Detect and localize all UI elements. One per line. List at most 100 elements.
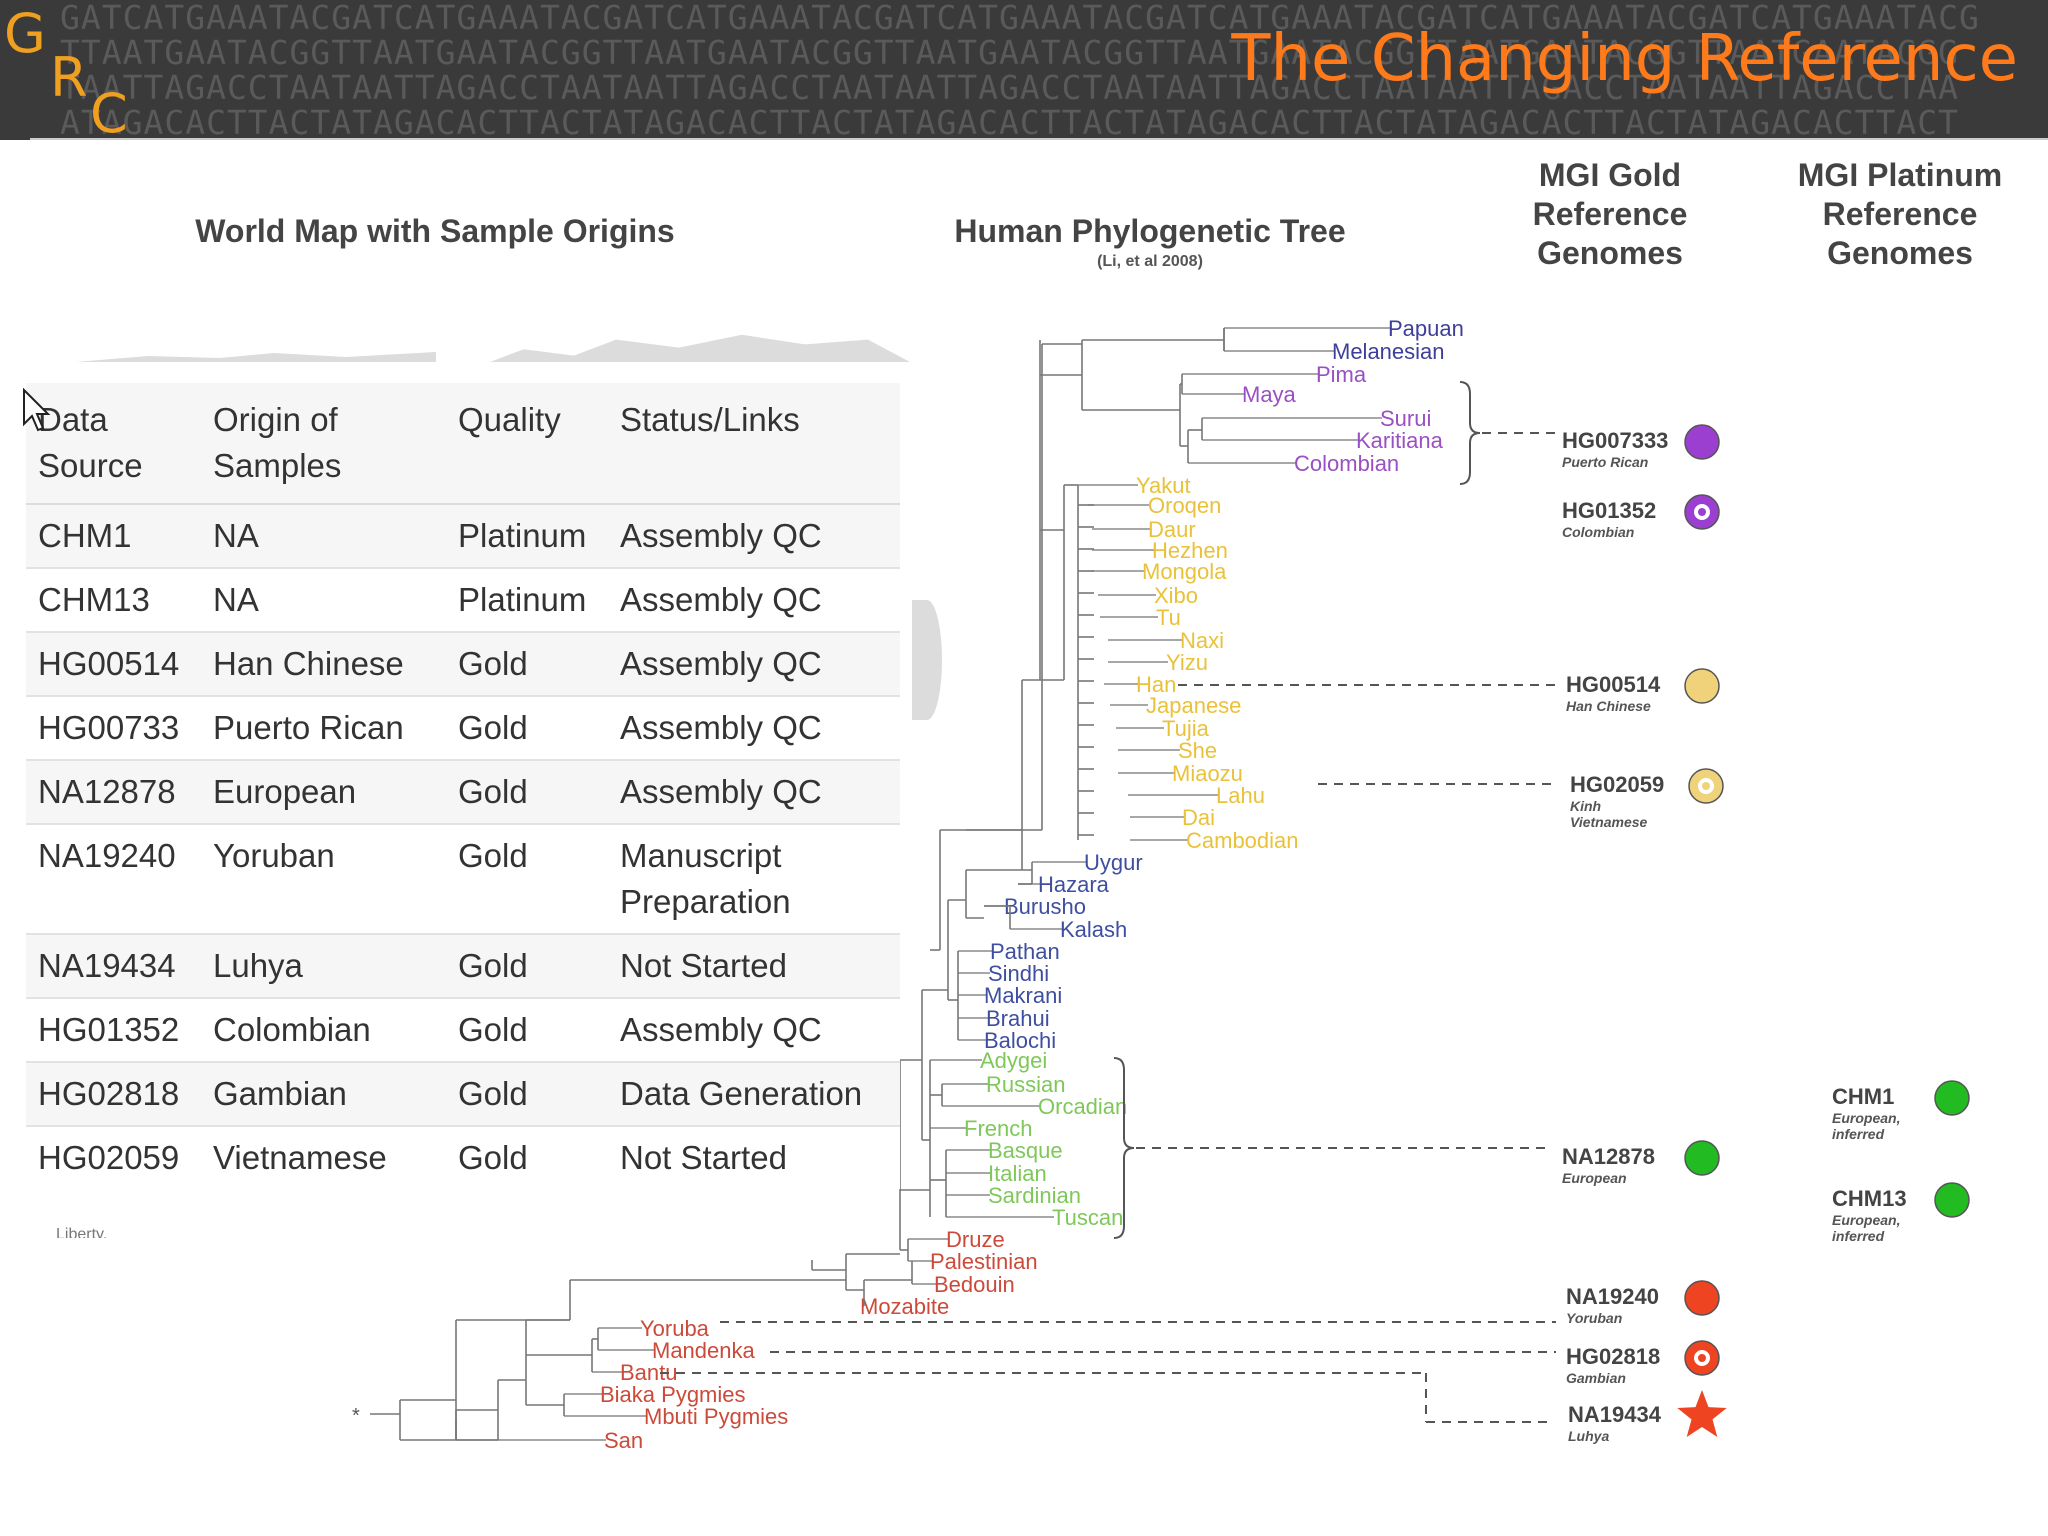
sample-hg00514-marker xyxy=(1684,668,1720,704)
logo-letter-c: C xyxy=(90,82,128,140)
cell-origin: NA xyxy=(201,503,446,568)
map-fragment xyxy=(76,352,436,362)
cell-quality: Platinum xyxy=(446,567,608,632)
tree-leaf-label: Tu xyxy=(1156,605,1181,630)
cell-status[interactable]: Assembly QC xyxy=(608,503,900,568)
tree-leaf-label: Mbuti Pygmies xyxy=(644,1404,788,1429)
mouse-cursor-icon xyxy=(23,388,51,432)
sample-population: inferred xyxy=(1832,1126,1885,1142)
cell-status[interactable]: Manuscript Preparation xyxy=(608,823,900,934)
cell-data-source: CHM1 xyxy=(26,503,201,568)
tree-leaf-label: Melanesian xyxy=(1332,339,1445,364)
cell-data-source: HG02059 xyxy=(26,1125,201,1189)
cell-origin: NA xyxy=(201,567,446,632)
dna-row: ATAGACACTTACTATAGACACTTACTATAGACACTTACTA… xyxy=(60,103,1959,140)
tree-leaf-label: Mandenka xyxy=(652,1338,756,1363)
sample-hg01352-marker xyxy=(1684,494,1720,530)
column-header-quality[interactable]: Quality xyxy=(446,383,608,505)
cell-data-source: NA19434 xyxy=(26,933,201,998)
tree-leaf-label: Japanese xyxy=(1146,693,1241,718)
platinum-genomes-heading: MGI Platinum Reference Genomes xyxy=(1770,156,2030,273)
sample-population: Gambian xyxy=(1566,1370,1626,1386)
cell-data-source: CHM13 xyxy=(26,567,201,632)
tree-leaf-label: Xibo xyxy=(1154,583,1198,608)
sample-id: NA19434 xyxy=(1568,1402,1661,1427)
cell-status[interactable]: Not Started xyxy=(608,1125,900,1189)
cell-status[interactable]: Data Generation xyxy=(608,1061,900,1126)
column-header-status[interactable]: Status/Links xyxy=(608,383,900,505)
grc-logo: G R C xyxy=(0,0,140,140)
tree-citation: (Li, et al 2008) xyxy=(1097,253,1203,270)
dna-row: TAATTAGACCTAATAATTAGACCTAATAATTAGACCTAAT… xyxy=(60,68,1959,107)
brace-europe xyxy=(1113,1057,1135,1239)
sample-population: Luhya xyxy=(1568,1428,1610,1444)
tree-heading: Human Phylogenetic Tree xyxy=(954,213,1346,249)
cell-status[interactable]: Assembly QC xyxy=(608,997,900,1062)
cell-status[interactable]: Not Started xyxy=(608,933,900,998)
slide-title: The Changing Reference xyxy=(1231,22,2018,96)
sample-id: NA12878 xyxy=(1562,1144,1655,1169)
cell-quality: Gold xyxy=(446,631,608,696)
tree-leaf-label: Biaka Pygmies xyxy=(600,1382,746,1407)
cell-status[interactable]: Assembly QC xyxy=(608,631,900,696)
cell-quality: Platinum xyxy=(446,503,608,568)
tree-leaf-label: Hezhen xyxy=(1152,538,1228,563)
cell-origin: Luhya xyxy=(201,933,446,998)
heading-line: MGI Gold xyxy=(1538,157,1682,193)
cell-quality: Gold xyxy=(446,933,608,998)
tree-leaf-label: Bantu xyxy=(620,1360,678,1385)
tree-leaf-label: Bedouin xyxy=(934,1272,1015,1297)
tree-leaf-label: Colombian xyxy=(1294,451,1399,476)
sample-na19240-marker xyxy=(1684,1280,1720,1316)
cell-data-source: NA12878 xyxy=(26,759,201,824)
sample-hg02059-ring-center xyxy=(1698,778,1714,794)
sample-population: Han Chinese xyxy=(1566,698,1651,714)
dna-row: GATCATGAAATACGATCATGAAATACGATCATGAAATACG… xyxy=(60,0,1980,37)
sample-population: Vietnamese xyxy=(1570,814,1648,830)
tree-leaf-label: Pathan xyxy=(990,939,1060,964)
tree-leaf-label: Miaozu xyxy=(1172,761,1243,786)
tree-leaf-label: Uygur xyxy=(1084,850,1143,875)
cell-data-source: HG00514 xyxy=(26,631,201,696)
tree-leaf-label: Brahui xyxy=(986,1006,1050,1031)
tree-leaf-label: French xyxy=(964,1116,1032,1141)
tree-leaf-label: Dai xyxy=(1182,805,1215,830)
tree-leaf-label: Sardinian xyxy=(988,1183,1081,1208)
tree-leaf-label: Tujia xyxy=(1162,716,1210,741)
sample-id: CHM1 xyxy=(1832,1084,1895,1109)
tree-leaf-label: Cambodian xyxy=(1186,828,1299,853)
sample-population: Colombian xyxy=(1562,524,1635,540)
cell-data-source: HG00733 xyxy=(26,695,201,760)
cell-data-source: HG01352 xyxy=(26,997,201,1062)
tree-leaf-label: Italian xyxy=(988,1161,1047,1186)
heading-line: Genomes xyxy=(1537,235,1683,271)
cell-status[interactable]: Assembly QC xyxy=(608,567,900,632)
tree-leaf-label: Tuscan xyxy=(1052,1205,1123,1230)
tree-leaf-label: Yakut xyxy=(1136,473,1191,498)
tree-leaf-label: Yizu xyxy=(1166,650,1208,675)
header-divider xyxy=(30,138,2048,140)
cell-status[interactable]: Assembly QC xyxy=(608,695,900,760)
cell-quality: Gold xyxy=(446,823,608,934)
sample-chm1-marker xyxy=(1934,1080,1970,1116)
sample-id: NA19240 xyxy=(1566,1284,1659,1309)
cell-origin: Puerto Rican xyxy=(201,695,446,760)
sample-population: Yoruban xyxy=(1566,1310,1623,1326)
cell-quality: Gold xyxy=(446,1061,608,1126)
cell-status[interactable]: Assembly QC xyxy=(608,759,900,824)
cell-quality: Gold xyxy=(446,759,608,824)
